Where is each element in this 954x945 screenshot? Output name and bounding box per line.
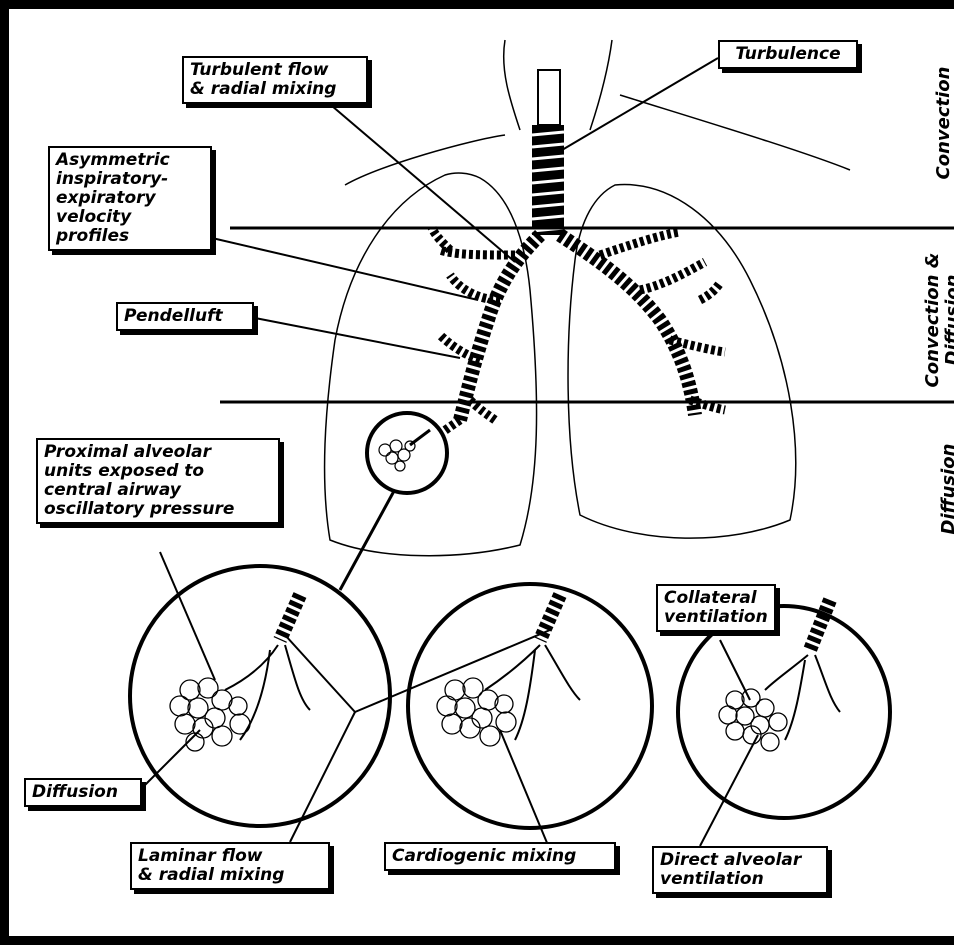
side-label-convection: Convection bbox=[934, 58, 954, 188]
label-direct-alveolar: Direct alveolar ventilation bbox=[652, 846, 828, 894]
label-cardiogenic-mixing: Cardiogenic mixing bbox=[384, 842, 616, 871]
label-turbulent-flow: Turbulent flow & radial mixing bbox=[182, 56, 368, 104]
side-label-diffusion: Diffusion bbox=[939, 434, 954, 544]
magnifier-circle-middle bbox=[408, 584, 652, 828]
trachea bbox=[532, 70, 564, 235]
bronchial-tree bbox=[428, 228, 725, 445]
magnifier-connector bbox=[340, 491, 394, 590]
label-diffusion: Diffusion bbox=[24, 778, 142, 807]
label-pendelluft: Pendelluft bbox=[116, 302, 254, 331]
magnifier-circle-right bbox=[678, 606, 890, 818]
label-laminar-flow: Laminar flow & radial mixing bbox=[130, 842, 330, 890]
label-collateral-ventilation: Collateral ventilation bbox=[656, 584, 776, 632]
label-asymmetric: Asymmetric inspiratory- expiratory veloc… bbox=[48, 146, 212, 251]
label-turbulence: Turbulence bbox=[718, 40, 858, 69]
label-proximal-alveolar: Proximal alveolar units exposed to centr… bbox=[36, 438, 280, 524]
magnifier-small-circle bbox=[367, 413, 447, 493]
side-label-convection-diffusion: Convection & Diffusion bbox=[923, 245, 954, 395]
